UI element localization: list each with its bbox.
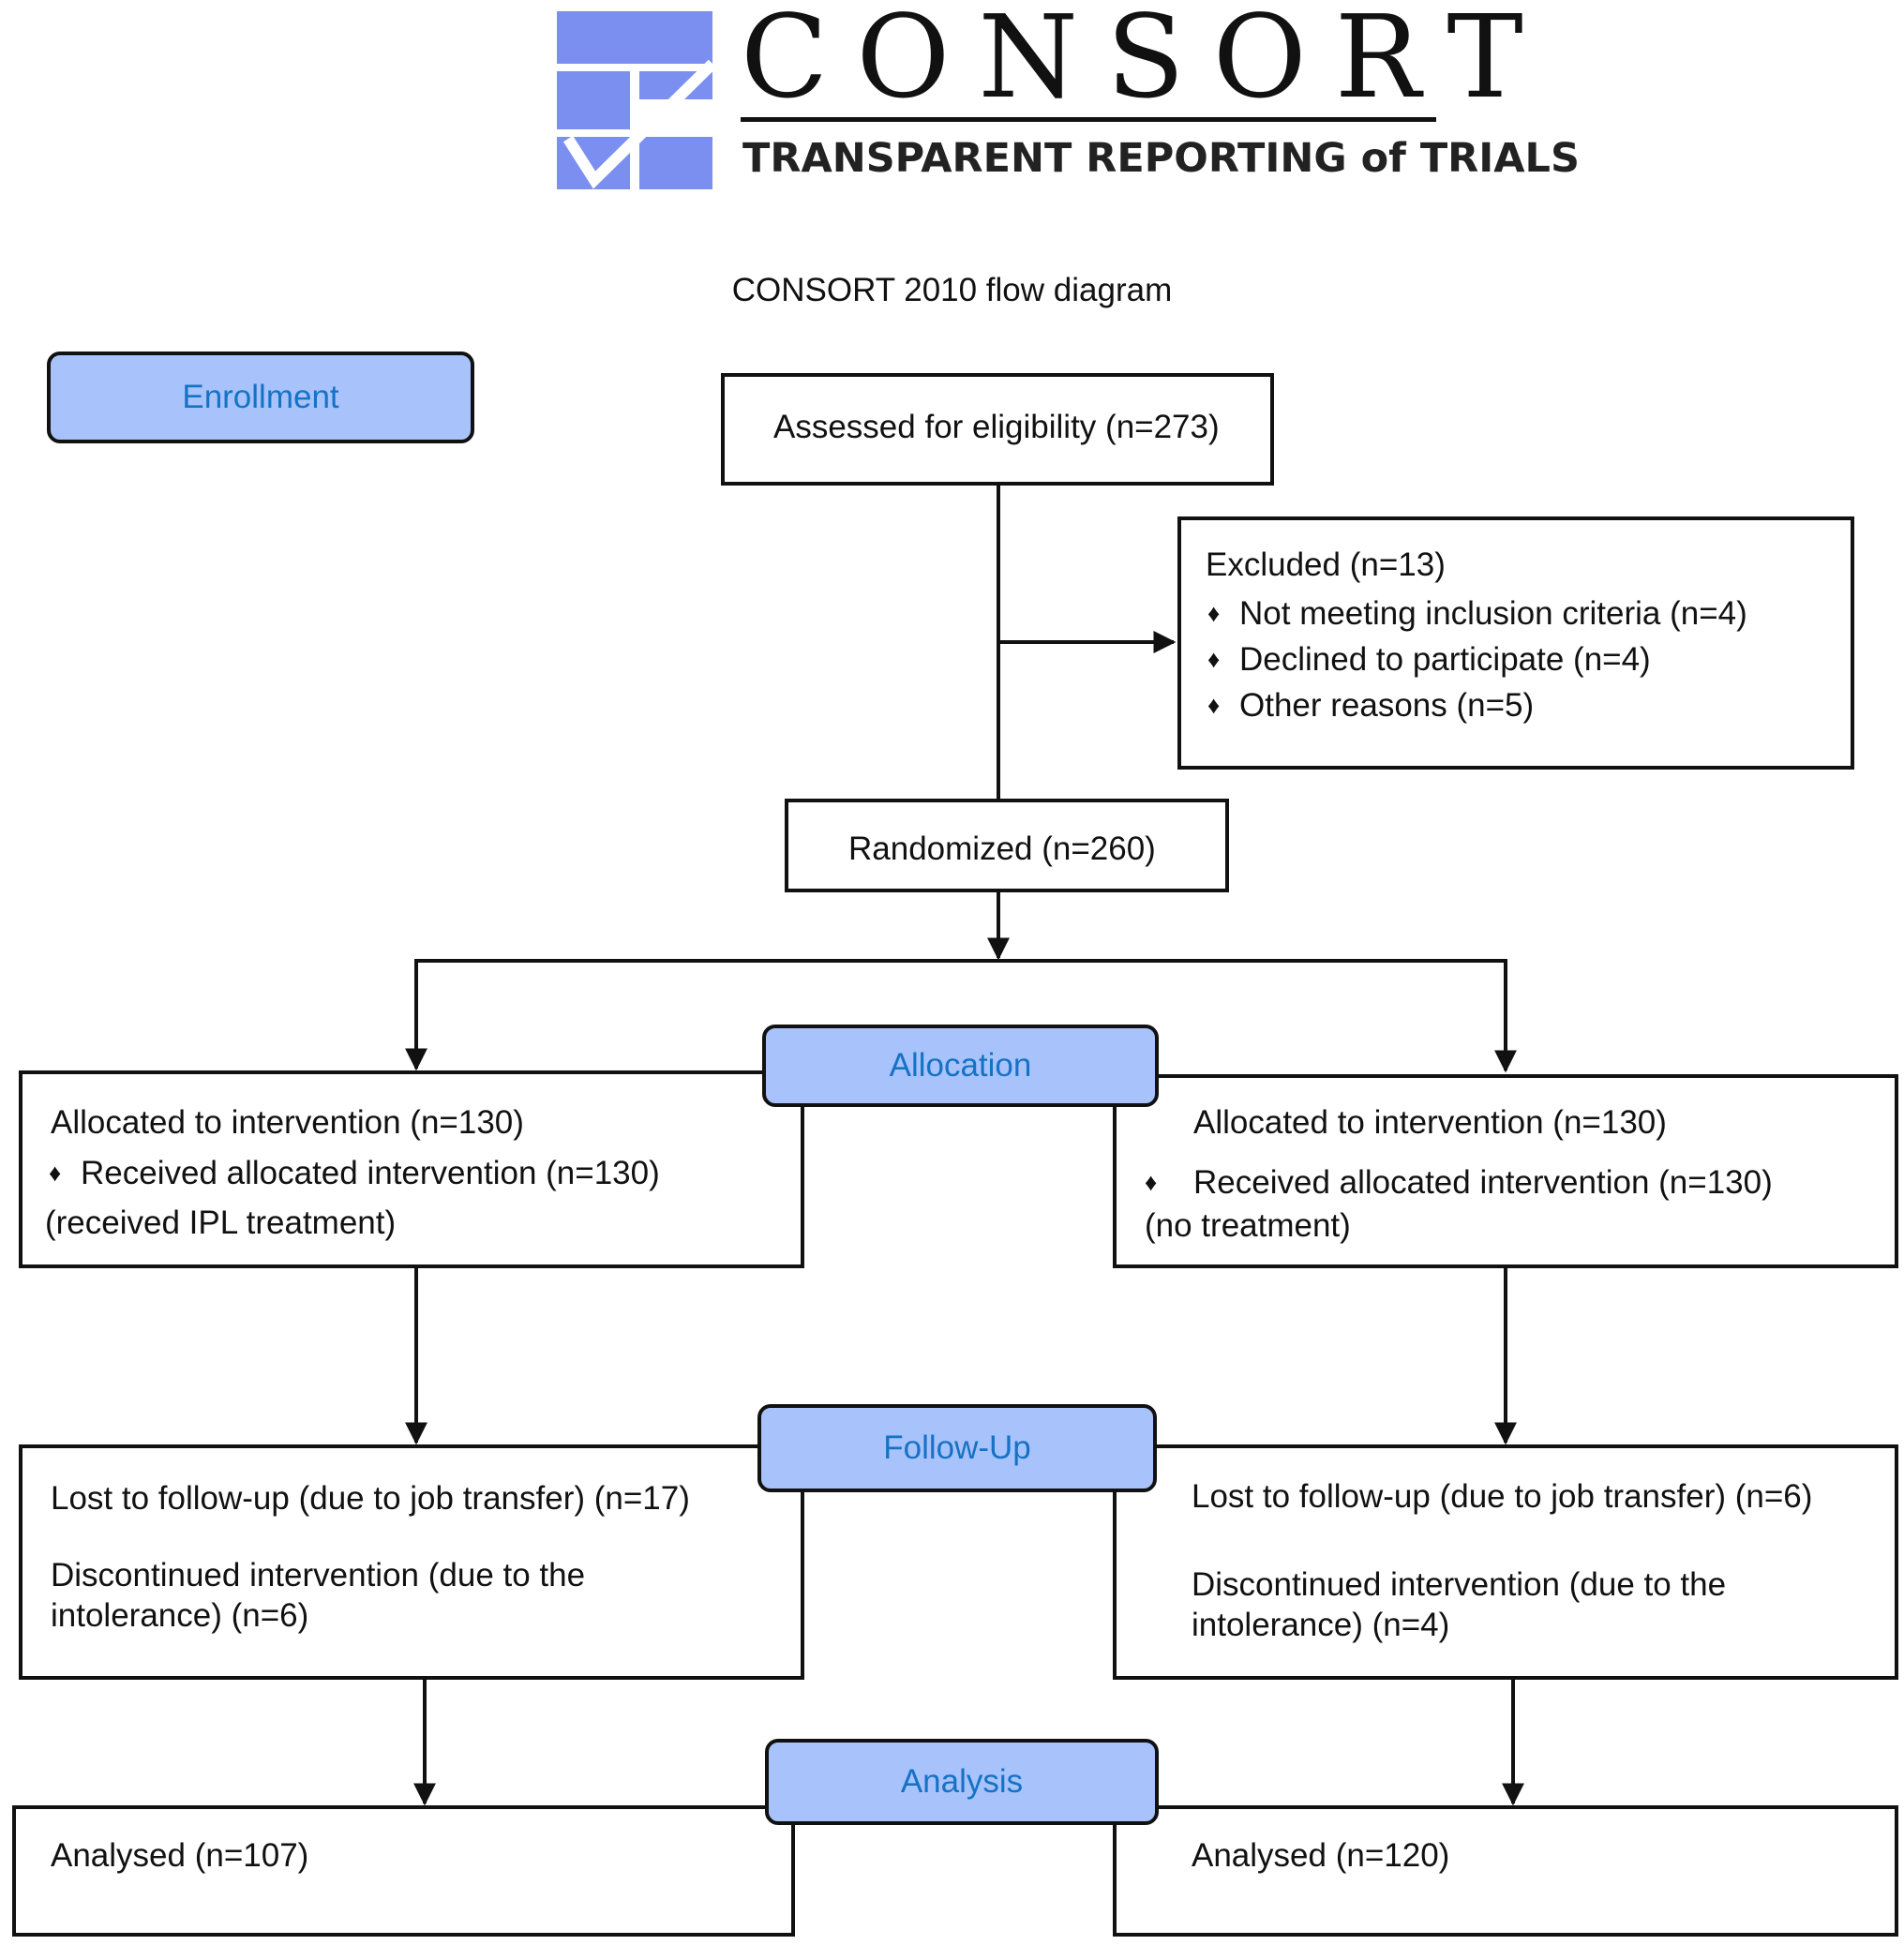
logo-title: CONSORT — [741, 0, 1552, 124]
followup-left-lost: Lost to follow-up (due to job transfer) … — [51, 1480, 690, 1517]
bullet-icon: ♦ — [1207, 645, 1221, 673]
bullet-icon: ♦ — [1145, 1168, 1158, 1196]
bullet-icon: ♦ — [1207, 691, 1221, 719]
bullet-icon: ♦ — [49, 1159, 62, 1187]
stage-label-analysis: Analysis — [765, 1739, 1159, 1825]
allocation-left-box: Allocated to intervention (n=130) ♦Recei… — [19, 1070, 804, 1268]
analysis-right-box: Analysed (n=120) — [1113, 1805, 1898, 1937]
logo-subtitle: TRANSPARENT REPORTING of TRIALS — [742, 135, 1580, 182]
followup-left-box: Lost to follow-up (due to job transfer) … — [19, 1444, 804, 1680]
excluded-reason-3: ♦Other reasons (n=5) — [1207, 687, 1535, 724]
allocation-right-line1: Allocated to intervention (n=130) — [1193, 1104, 1667, 1141]
line-split-left — [405, 959, 998, 1071]
randomized-text: Randomized (n=260) — [848, 830, 1156, 867]
excluded-reason-1: ♦Not meeting inclusion criteria (n=4) — [1207, 595, 1747, 632]
analysis-left-box: Analysed (n=107) — [12, 1805, 795, 1937]
allocation-left-line2: ♦Received allocated intervention (n=130) — [49, 1155, 660, 1191]
stage-label-enrollment: Enrollment — [47, 352, 474, 443]
allocation-left-line1: Allocated to intervention (n=130) — [51, 1104, 524, 1141]
followup-left-discontinued-1: Discontinued intervention (due to the — [51, 1557, 586, 1593]
followup-left-discontinued-2: intolerance) (n=6) — [51, 1597, 309, 1634]
excluded-reason-2: ♦Declined to participate (n=4) — [1207, 641, 1651, 678]
analysis-left-text: Analysed (n=107) — [51, 1837, 309, 1874]
excluded-title: Excluded (n=13) — [1206, 546, 1446, 583]
followup-right-lost: Lost to follow-up (due to job transfer) … — [1192, 1478, 1813, 1515]
line-split-right — [998, 959, 1517, 1073]
assessed-text: Assessed for eligibility (n=273) — [773, 409, 1220, 445]
analysis-right-text: Analysed (n=120) — [1192, 1837, 1450, 1874]
followup-right-discontinued-2: intolerance) (n=4) — [1192, 1607, 1450, 1643]
bullet-icon: ♦ — [1207, 599, 1221, 627]
allocation-right-line3: (no treatment) — [1145, 1207, 1351, 1244]
assessed-box: Assessed for eligibility (n=273) — [721, 373, 1274, 486]
stage-label-allocation: Allocation — [762, 1025, 1159, 1107]
checkmark-icon — [562, 59, 717, 189]
diagram-title: CONSORT 2010 flow diagram — [731, 272, 1173, 308]
followup-right-discontinued-1: Discontinued intervention (due to the — [1192, 1566, 1727, 1603]
excluded-box: Excluded (n=13) ♦Not meeting inclusion c… — [1177, 516, 1854, 770]
allocation-left-line3: (received IPL treatment) — [45, 1204, 397, 1241]
randomized-box: Randomized (n=260) — [785, 799, 1229, 892]
stage-label-follow-up: Follow-Up — [757, 1404, 1157, 1492]
allocation-right-line2: ♦Received allocated intervention (n=130) — [1145, 1164, 1773, 1201]
logo-divider — [741, 117, 1436, 122]
followup-right-box: Lost to follow-up (due to job transfer) … — [1113, 1444, 1898, 1680]
allocation-right-box: Allocated to intervention (n=130) ♦Recei… — [1113, 1074, 1898, 1268]
